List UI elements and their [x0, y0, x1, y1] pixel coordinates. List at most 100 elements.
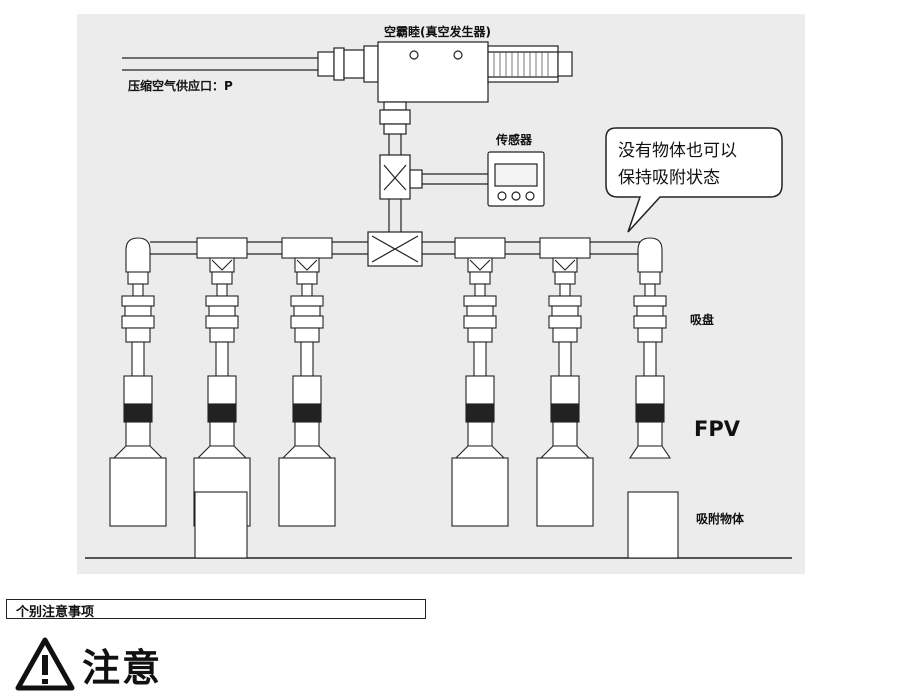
tee-fitting: [196, 237, 248, 259]
hex-nut-upper: [463, 295, 497, 307]
vacuum-system-diagram: 空霸睦(真空发生器) 压缩空气供应口：P 传感器 没有物体也可以 保持吸附状态 …: [77, 14, 805, 574]
nut-collar: [637, 327, 663, 343]
callout-text-line1: 没有物体也可以: [618, 141, 737, 161]
fitting-nut: [554, 271, 576, 285]
cup-adapter: [637, 421, 663, 447]
buffer-housing: [635, 375, 665, 405]
threaded-body: [551, 305, 579, 317]
center-cross-fitting: [367, 231, 423, 267]
hex-nut-lower: [463, 315, 497, 329]
suction-cup-unit: [109, 237, 167, 527]
ejector-outlet-fitting: [379, 101, 411, 155]
hex-nut-upper: [548, 295, 582, 307]
nut-collar: [209, 327, 235, 343]
hex-nut-lower: [205, 315, 239, 329]
hex-nut-upper: [205, 295, 239, 307]
suction-cup: [628, 445, 672, 459]
silencer-ribs: [493, 52, 549, 77]
elbow-fitting: [125, 237, 151, 273]
fitting-nut: [639, 271, 661, 285]
suction-cup-unit: [278, 237, 336, 527]
model-label: FPV: [694, 417, 741, 441]
nut-collar: [552, 327, 578, 343]
tube-segment: [644, 283, 656, 297]
workpiece-block-standing: [194, 491, 248, 559]
section-title: 个别注意事项: [16, 605, 95, 620]
tube-segment: [132, 283, 144, 297]
buffer-housing: [292, 375, 322, 405]
hex-nut-upper: [633, 295, 667, 307]
workpiece-block: [109, 457, 167, 527]
hex-nut-lower: [548, 315, 582, 329]
sensor-label: 传感器: [495, 132, 533, 147]
suction-cup-unit: [536, 237, 594, 527]
hex-nut-lower: [633, 315, 667, 329]
workpiece-block: [536, 457, 594, 527]
rod: [558, 341, 572, 377]
workpiece-block: [627, 491, 679, 559]
fitting-nut: [127, 271, 149, 285]
workpiece-block: [278, 457, 336, 527]
vacuum-ejector: [377, 41, 573, 103]
tee-fitting: [454, 237, 506, 259]
rod: [300, 341, 314, 377]
nut-collar: [294, 327, 320, 343]
spring-section: [635, 403, 665, 423]
hex-nut-upper: [121, 295, 155, 307]
tee-fitting: [281, 237, 333, 259]
spring-section: [465, 403, 495, 423]
hex-nut-upper: [290, 295, 324, 307]
workpiece-block: [451, 457, 509, 527]
fitting-nut: [469, 271, 491, 285]
air-supply-label: 压缩空气供应口：P: [128, 78, 233, 93]
suction-cup-unit: [451, 237, 509, 527]
cup-adapter: [209, 421, 235, 447]
rod: [643, 341, 657, 377]
tee-fitting-mark: [469, 259, 491, 271]
cup-adapter: [552, 421, 578, 447]
workpiece-label: 吸附物体: [696, 511, 745, 526]
rod: [473, 341, 487, 377]
tee-fitting-mark: [554, 259, 576, 271]
hex-nut-lower: [121, 315, 155, 329]
warning-triangle-icon: [15, 637, 75, 691]
spring-section: [292, 403, 322, 423]
elbow-fitting: [637, 237, 663, 273]
tube-segment: [216, 283, 228, 297]
tee-fitting: [539, 237, 591, 259]
buffer-housing: [207, 375, 237, 405]
tee-fitting-mark: [296, 259, 318, 271]
ejector-label: 空霸睦(真空发生器): [384, 24, 491, 39]
hex-nut-lower: [290, 315, 324, 329]
threaded-body: [208, 305, 236, 317]
pressure-sensor: [487, 151, 545, 207]
suction-cup-unit: [627, 237, 679, 559]
threaded-body: [293, 305, 321, 317]
fitting-nut: [211, 271, 233, 285]
tube-segment: [559, 283, 571, 297]
rod: [131, 341, 145, 377]
section-header-box: 个别注意事项: [6, 599, 426, 620]
nut-collar: [467, 327, 493, 343]
tube-segment: [301, 283, 313, 297]
buffer-housing: [550, 375, 580, 405]
tube-segment: [474, 283, 486, 297]
caution-heading: 注意: [14, 636, 162, 692]
suction-cup-label: 吸盘: [690, 312, 714, 327]
spring-section: [207, 403, 237, 423]
nut-collar: [125, 327, 151, 343]
spring-section: [550, 403, 580, 423]
fitting-nut: [296, 271, 318, 285]
callout-bubble: [605, 127, 783, 233]
spring-section: [123, 403, 153, 423]
cup-adapter: [294, 421, 320, 447]
rod: [215, 341, 229, 377]
sensor-tee-fitting: [379, 154, 488, 232]
caution-label: 注意: [82, 645, 163, 690]
cup-adapter: [467, 421, 493, 447]
buffer-housing: [465, 375, 495, 405]
suction-cup-units: [109, 237, 679, 559]
tee-fitting-mark: [211, 259, 233, 271]
air-supply-tube: [122, 45, 379, 83]
cup-adapter: [125, 421, 151, 447]
